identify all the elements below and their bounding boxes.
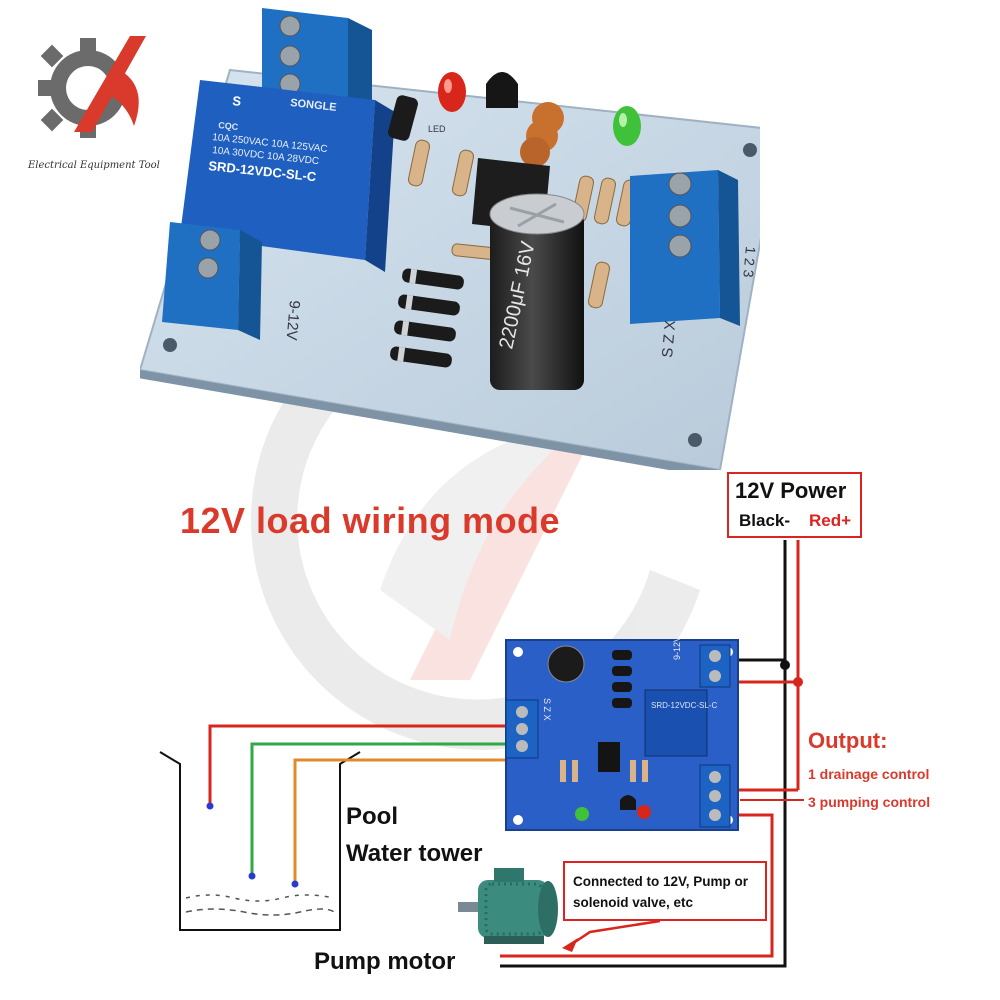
- small-board-voltage: 9-12V: [672, 636, 682, 660]
- diagram-title: 12V load wiring mode: [180, 500, 561, 541]
- water-tank: [159, 751, 361, 931]
- small-board-sensor: S Z X: [542, 698, 552, 721]
- sensor-terminal-labels: S Z X: [659, 319, 679, 358]
- watermark-logo: [250, 289, 700, 750]
- output-wire-red: [500, 813, 774, 958]
- resistors: [407, 139, 639, 309]
- pin-number-labels: 1 2 3: [740, 246, 759, 279]
- relay-maker: SONGLE: [290, 97, 337, 114]
- sensor-terminal-block: [630, 170, 740, 326]
- small-relay-board: SRD-12VDC-SL-C 9-12V S Z X: [505, 636, 739, 831]
- power-red-label: Red+: [809, 511, 852, 530]
- output-drainage-label: 1 drainage control: [808, 766, 930, 782]
- output-pumping-label: 3 pumping control: [808, 794, 931, 810]
- power-black-label: Black-: [739, 511, 791, 530]
- brand-name: Electrical Equipment Tool: [28, 160, 160, 171]
- transistor: [486, 72, 518, 108]
- power-title: 12V Power: [735, 478, 847, 503]
- relay: S SONGLE CQC 10A 250VAC 10A 125VAC 10A 3…: [180, 80, 395, 272]
- note-arrow: [571, 919, 661, 946]
- pool-label: Pool: [346, 803, 398, 830]
- water-tower-label: Water tower: [346, 840, 483, 867]
- pump-motor-icon: [458, 868, 558, 944]
- svg-text:S: S: [232, 93, 243, 109]
- brand-logo-icon: [38, 36, 146, 138]
- relay-module-photo: S SONGLE CQC 10A 250VAC 10A 125VAC 10A 3…: [140, 8, 760, 470]
- electrolytic-capacitor: 2200μF 16V: [489, 193, 585, 390]
- board-voltage-label: 9-12V: [283, 300, 303, 341]
- led-label: LED: [428, 124, 446, 134]
- power-label-box: 12V Power Black- Red+: [727, 472, 862, 538]
- diode-row: [390, 268, 464, 368]
- output-title: Output:: [808, 728, 888, 753]
- pump-motor-label: Pump motor: [314, 948, 456, 975]
- probe-wire-orange: [293, 758, 506, 884]
- small-board-relay-model: SRD-12VDC-SL-C: [651, 701, 717, 710]
- load-note-text: Connected to 12V, Pump or solenoid valve…: [573, 874, 749, 910]
- power-terminal-block: [162, 222, 262, 340]
- relay-cert: CQC: [218, 120, 239, 132]
- top-terminal-block: [262, 8, 372, 108]
- load-note-box: Connected to 12V, Pump or solenoid valve…: [563, 861, 767, 921]
- probe-wire-red: [208, 724, 506, 806]
- probe-wire-green: [250, 742, 506, 876]
